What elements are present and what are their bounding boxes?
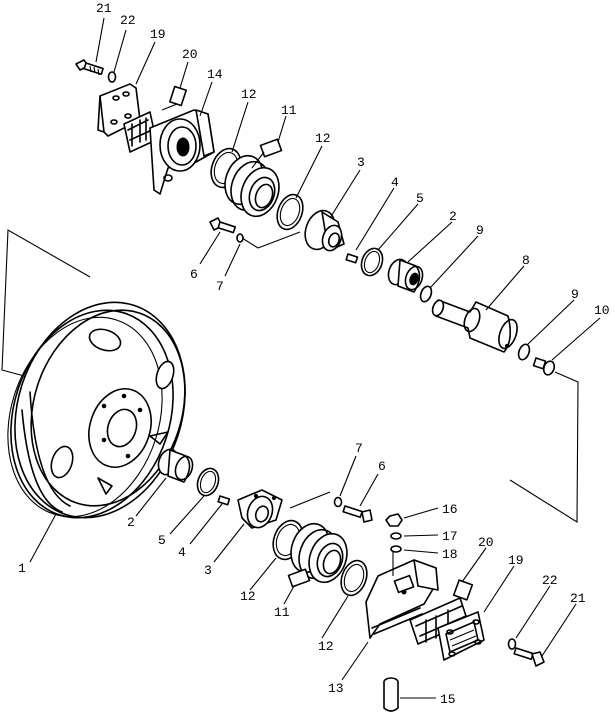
nut-16: [385, 513, 403, 527]
callout-6-upper: 6: [190, 267, 198, 282]
callout-18: 18: [442, 547, 458, 562]
callout-10: 10: [594, 303, 610, 318]
pin-15: [383, 677, 399, 712]
washer-17: [390, 532, 402, 540]
collar-3-lower: [237, 489, 283, 529]
callout-22-lower: 22: [542, 573, 558, 588]
o-ring-12-b: [276, 193, 304, 231]
washer-22-upper: [107, 71, 117, 83]
support-14-upper: [149, 109, 215, 195]
washer-7-upper: [236, 233, 244, 243]
pin-4-lower: [217, 495, 231, 506]
bolt-21-lower: [513, 647, 545, 667]
callout-6-lower: 6: [378, 459, 386, 474]
callout-3-upper: 3: [357, 155, 365, 170]
callout-1: 1: [18, 561, 26, 576]
idler-wheel: [7, 301, 186, 519]
bolt-6-upper: [209, 217, 237, 234]
pin-4-upper: [345, 253, 359, 264]
floating-seal-11-lower: [290, 522, 348, 584]
callout-11-lower: 11: [274, 605, 290, 620]
floating-seal-11-upper: [224, 154, 280, 218]
callout-12-a: 12: [241, 87, 257, 102]
callout-2-upper: 2: [449, 209, 457, 224]
bushing-2-upper: [387, 258, 424, 293]
o-ring-5-upper: [360, 247, 384, 277]
callout-20-upper: 20: [182, 47, 198, 62]
washer-22-lower: [507, 638, 517, 650]
callout-12-d: 12: [318, 639, 334, 654]
callout-9-b: 9: [571, 287, 579, 302]
callout-4-upper: 4: [391, 175, 399, 190]
upper-assembly: [75, 59, 556, 376]
washer-18: [390, 545, 402, 553]
callout-7-upper: 7: [216, 279, 224, 294]
support-13-lower: [365, 552, 439, 639]
plate-19-lower: [437, 611, 485, 661]
leader-lines: [29, 17, 601, 699]
assembly-guide-lines: [1, 229, 579, 523]
washer-7-lower: [333, 496, 343, 508]
o-ring-9-b: [517, 343, 531, 361]
callout-7-lower: 7: [355, 441, 363, 456]
collar-3-upper: [304, 209, 345, 252]
o-ring-5-lower: [196, 467, 220, 497]
callout-19-upper: 19: [150, 27, 166, 42]
callout-9-a: 9: [476, 223, 484, 238]
callout-17: 17: [442, 529, 458, 544]
bolt-21-upper: [75, 59, 104, 76]
callout-4-lower: 4: [178, 545, 186, 560]
callout-21-lower: 21: [570, 591, 586, 606]
callout-20-lower: 20: [478, 535, 494, 550]
callout-15: 15: [440, 692, 456, 707]
callout-labels: 21 22 19 20 14 12 11 12 3 4 5 2 9 8 9 10…: [18, 1, 610, 707]
callout-5-lower: 5: [158, 533, 166, 548]
o-ring-9-a: [419, 285, 433, 303]
callout-12-b: 12: [315, 131, 331, 146]
callout-11-upper: 11: [281, 103, 297, 118]
bolt-6-lower: [342, 505, 373, 523]
callout-12-c: 12: [240, 589, 256, 604]
callout-19-lower: 19: [508, 553, 524, 568]
callout-5-upper: 5: [416, 191, 424, 206]
o-ring-12-d: [340, 559, 368, 597]
callout-13: 13: [328, 681, 344, 696]
callout-16: 16: [442, 502, 458, 517]
callout-22-upper: 22: [120, 13, 136, 28]
plug-10: [532, 357, 556, 376]
bushing-2-lower: [157, 448, 194, 483]
callout-14: 14: [207, 67, 223, 82]
callout-21-upper: 21: [96, 1, 112, 16]
callout-2-lower: 2: [127, 515, 135, 530]
callout-3-lower: 3: [204, 563, 212, 578]
shaft-8: [431, 299, 518, 353]
lower-assembly: [157, 448, 545, 712]
callout-8: 8: [522, 253, 530, 268]
